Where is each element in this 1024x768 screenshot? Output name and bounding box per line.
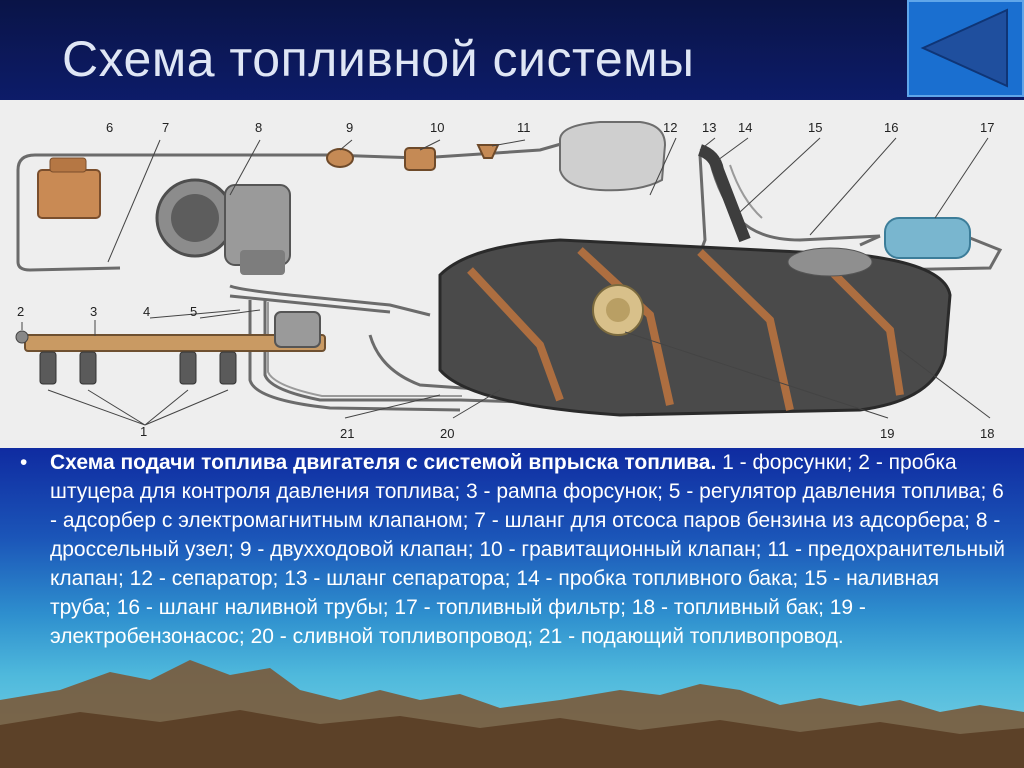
callout-2: 2 [17, 304, 25, 319]
diagram-illustration [15, 121, 1003, 426]
callout-7: 7 [162, 120, 170, 135]
callout-3: 3 [90, 304, 98, 319]
callout-1: 1 [140, 424, 148, 439]
callout-16: 16 [884, 120, 899, 135]
back-navigation-button[interactable] [907, 0, 1024, 97]
callout-15: 15 [808, 120, 823, 135]
callout-12: 12 [663, 120, 678, 135]
callout-9: 9 [346, 120, 354, 135]
callout-5: 5 [190, 304, 198, 319]
callout-8: 8 [255, 120, 263, 135]
callout-11: 11 [517, 120, 531, 135]
caption-bullet: • [20, 451, 28, 474]
caption-body: 1 - форсунки; 2 - пробка штуцера для кон… [50, 451, 1005, 648]
callout-4: 4 [143, 304, 151, 319]
callout-18: 18 [980, 426, 995, 441]
caption-heading: Схема подачи топлива двигателя с системо… [50, 451, 717, 474]
callout-20: 20 [440, 426, 455, 441]
callout-21: 21 [340, 426, 355, 441]
callout-13: 13 [702, 120, 717, 135]
callout-14: 14 [738, 120, 753, 135]
caption-text: Схема подачи топлива двигателя с системо… [50, 448, 1005, 651]
callout-17: 17 [980, 120, 995, 135]
diagram-caption: • Схема подачи топлива двигателя с систе… [20, 448, 1005, 651]
triangle-left-icon [920, 8, 1008, 88]
callout-6: 6 [106, 120, 114, 135]
slide-title: Схема топливной системы [62, 31, 695, 87]
fuel-system-diagram: 1 2 3 4 5 6 7 8 9 10 11 12 13 14 15 16 1… [0, 100, 1024, 448]
callout-10: 10 [430, 120, 445, 135]
callout-19: 19 [880, 426, 895, 441]
